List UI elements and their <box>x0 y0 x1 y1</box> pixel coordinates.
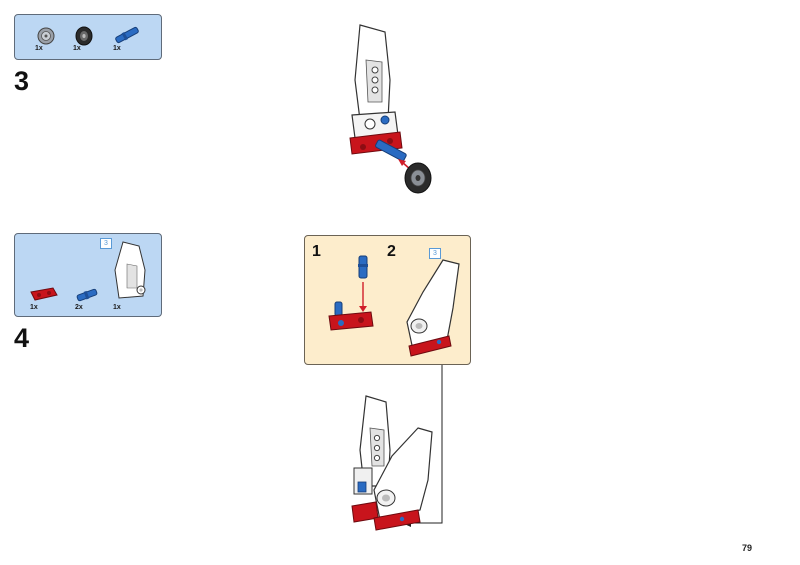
substep1-number: 1 <box>312 243 321 260</box>
step4-part1-qty: 1x <box>30 304 38 311</box>
step3-part2-qty: 1x <box>73 45 81 52</box>
blue-pin-icon <box>76 288 98 302</box>
step3-parts-list: 1x 1x 1x <box>14 14 162 60</box>
page-number: 79 <box>742 543 753 553</box>
substep2-number: 2 <box>387 243 396 260</box>
step3-assembly-illustration <box>349 24 432 194</box>
grey-hub-icon <box>37 27 55 45</box>
step4-part3-qty: 1x <box>113 304 121 311</box>
step4-parts-list: 1x 2x 3 1x <box>14 233 162 317</box>
step3-part3-qty: 1x <box>113 45 121 52</box>
substep1-illustration <box>328 255 374 331</box>
step3-number: 3 <box>14 66 30 96</box>
step4-part2-qty: 2x <box>75 304 83 311</box>
step4-assembly-illustration <box>351 395 433 531</box>
white-panel-icon <box>114 241 146 299</box>
substep2-illustration <box>406 259 460 357</box>
red-beam-icon <box>30 287 58 301</box>
step4-number: 4 <box>14 323 30 353</box>
subassembly-callout: 1 2 3 <box>304 235 471 365</box>
step3-part1-qty: 1x <box>35 45 43 52</box>
black-tire-icon <box>75 26 93 46</box>
blue-axle-pin-icon <box>115 26 139 44</box>
step4-ref-badge: 3 <box>100 238 112 249</box>
subassembly-ref-badge: 3 <box>429 248 441 259</box>
